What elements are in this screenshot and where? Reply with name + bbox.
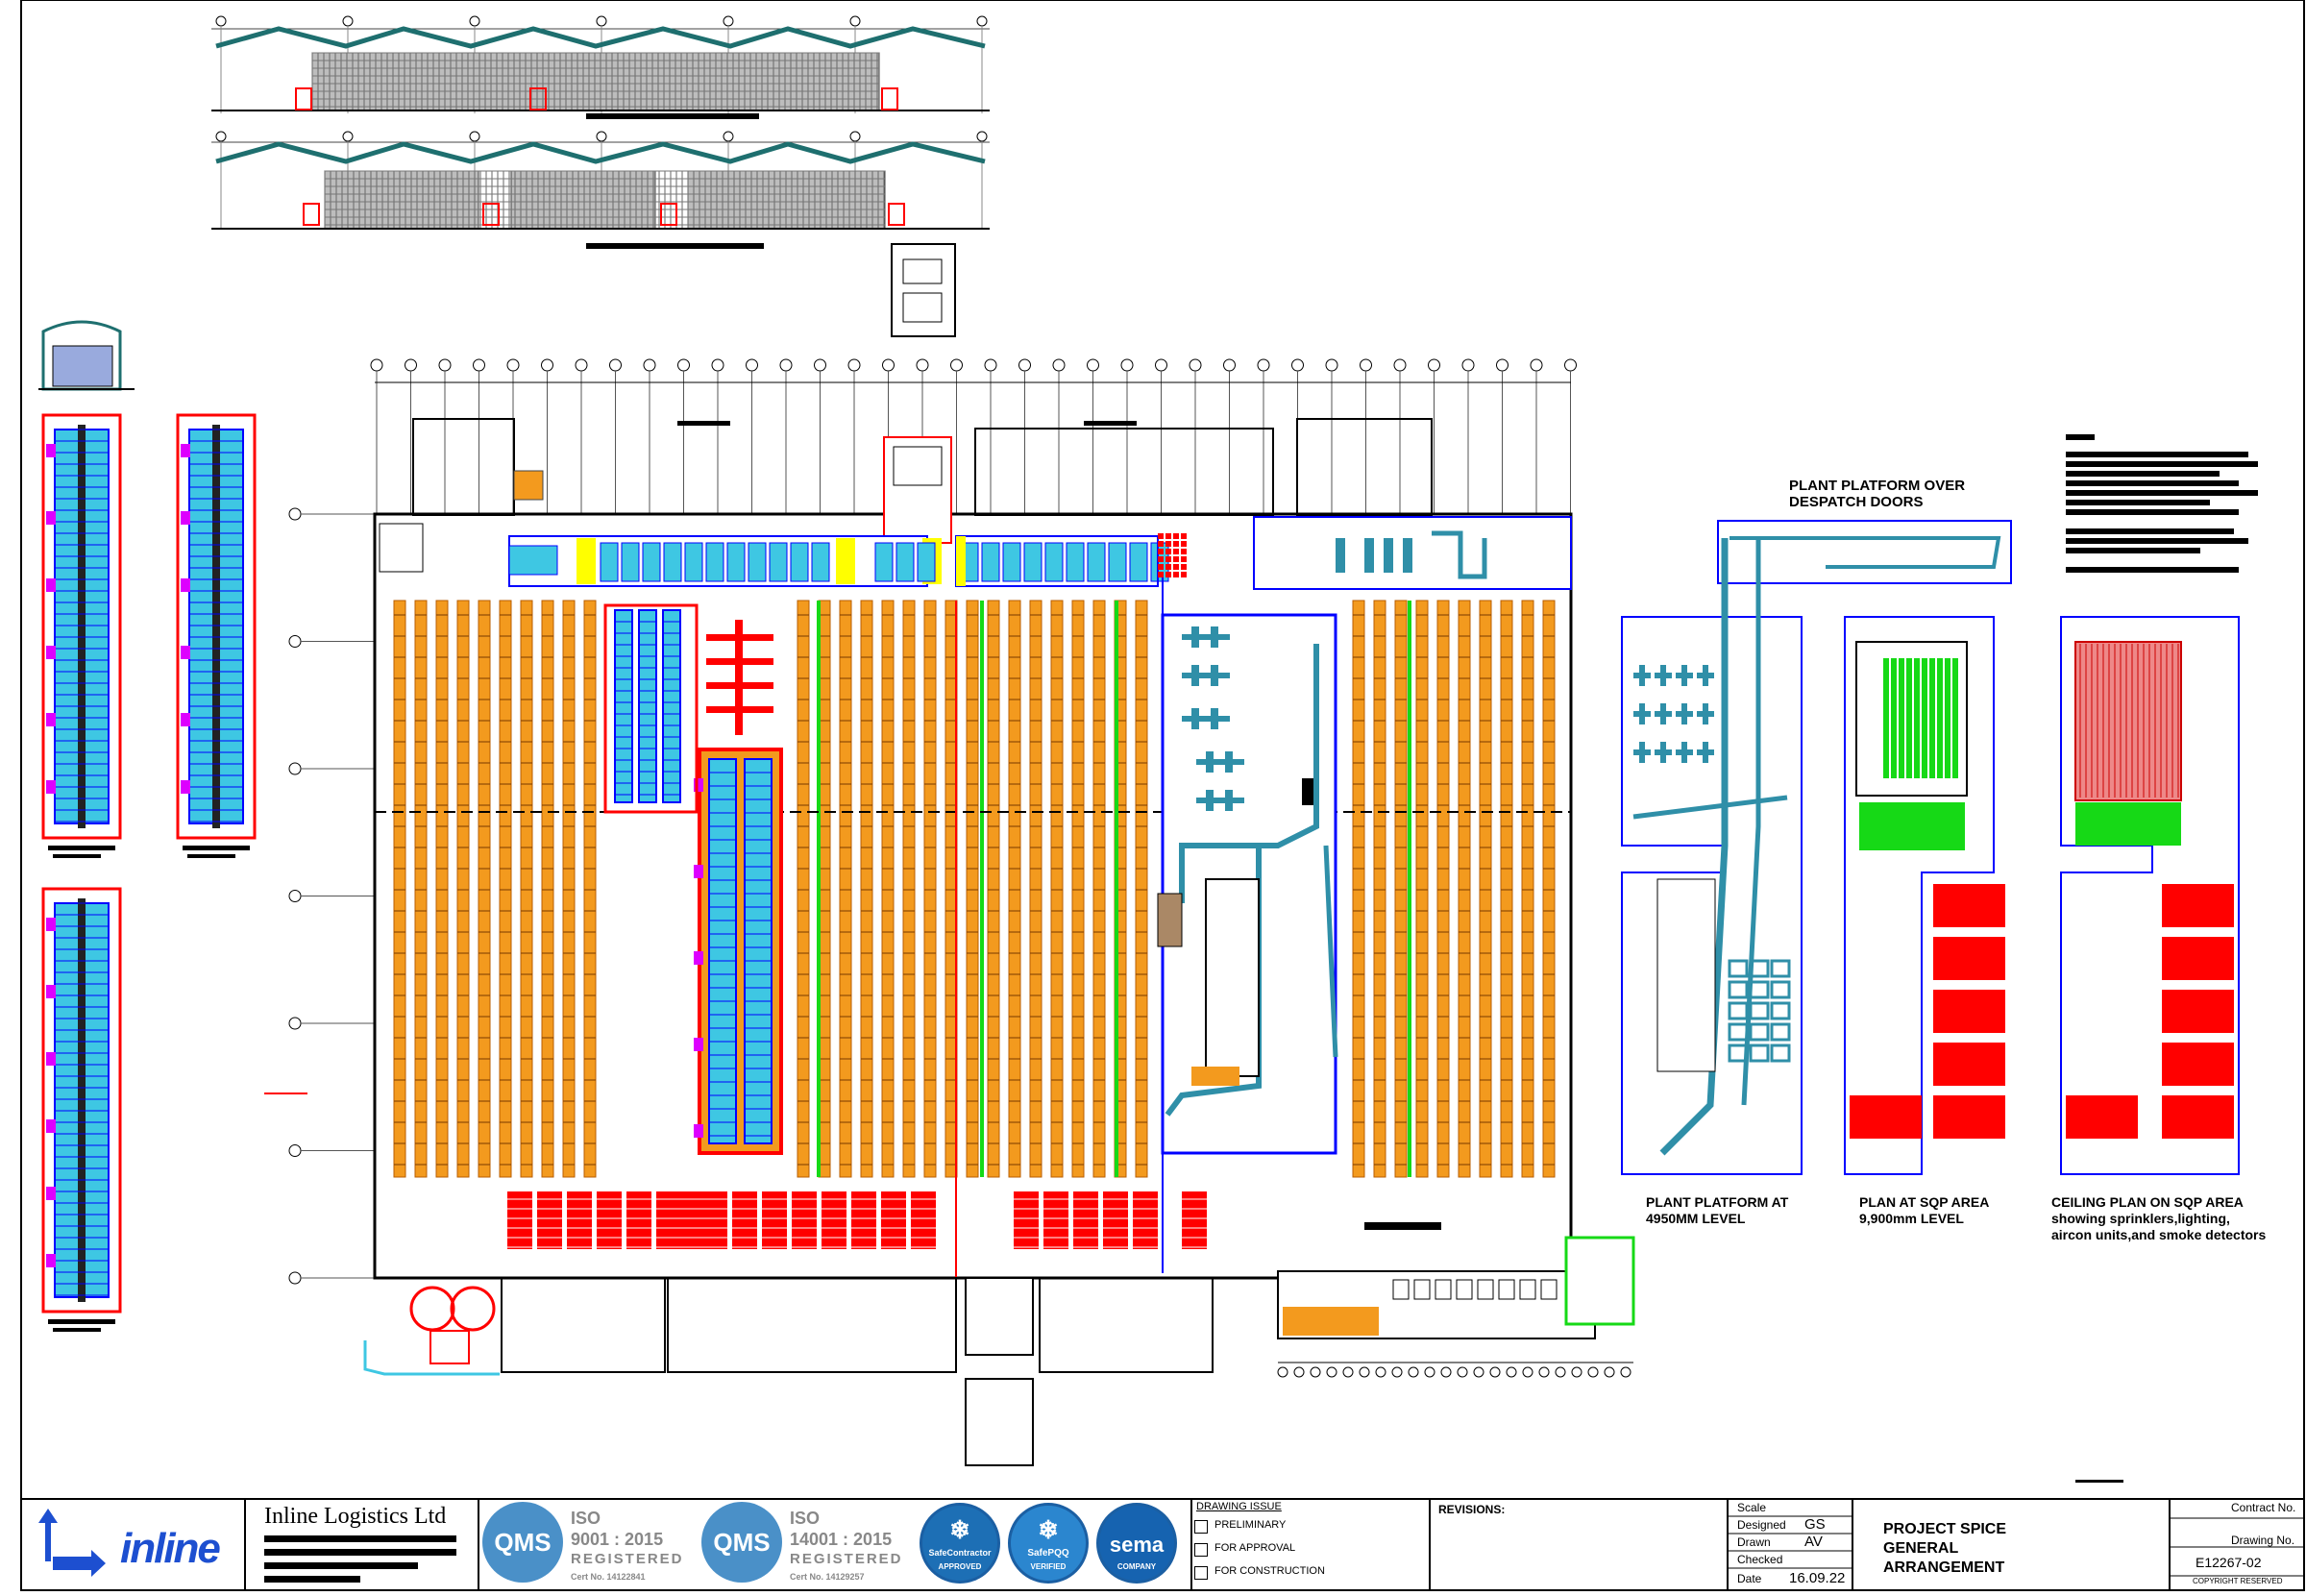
- left-detail-plans: [41, 413, 257, 1332]
- scale-label: Scale: [1737, 1501, 1767, 1514]
- label-ceiling-plan: CEILING PLAN ON SQP AREA showing sprinkl…: [2051, 1194, 2267, 1242]
- notes-block: [2066, 434, 2258, 1483]
- drawing-issue-heading: DRAWING ISSUE: [1196, 1501, 1282, 1512]
- designed-value: GS: [1804, 1516, 1826, 1533]
- drawing-no-label: Drawing No.: [2231, 1534, 2295, 1547]
- for-construction-label: FOR CONSTRUCTION: [1214, 1565, 1325, 1577]
- designed-label: Designed: [1737, 1518, 1786, 1532]
- sema-icon: sema: [1109, 1533, 1165, 1557]
- elevation-lower: [211, 131, 990, 249]
- company-name: Inline Logistics Ltd: [264, 1504, 447, 1529]
- plant-platform-plans: [1621, 520, 2240, 1175]
- revisions-label: REVISIONS:: [1438, 1503, 1506, 1516]
- main-floor-plan: [264, 358, 1635, 1466]
- office-plan-top: [891, 243, 956, 337]
- snowflake-icon: ❄: [1038, 1515, 1059, 1544]
- qms-badge: QMS: [701, 1502, 782, 1583]
- project-title: PROJECT SPICE GENERAL ARRANGEMENT: [1883, 1521, 2007, 1576]
- drawn-value: AV: [1804, 1534, 1823, 1550]
- qms-badge: QMS: [482, 1502, 563, 1583]
- label-plant-platform-at: PLANT PLATFORM AT 4950MM LEVEL: [1646, 1194, 1789, 1226]
- checked-label: Checked: [1737, 1553, 1783, 1566]
- for-approval-label: FOR APPROVAL: [1214, 1542, 1296, 1554]
- contract-no-label: Contract No.: [2231, 1501, 2296, 1514]
- iso-9001-cert: QMS ISO 9001 : 2015 REGISTERED Cert No. …: [480, 1499, 694, 1585]
- date-label: Date: [1737, 1572, 1762, 1585]
- label-plan-at-sqp: PLAN AT SQP AREA 9,900mm LEVEL: [1859, 1194, 1990, 1226]
- preliminary-label: PRELIMINARY: [1214, 1519, 1287, 1531]
- drawing-no-value: E12267-02: [2196, 1555, 2262, 1570]
- for-approval-checkbox[interactable]: [1194, 1543, 1208, 1557]
- date-value: 16.09.22: [1789, 1570, 1846, 1586]
- section-detail: [38, 320, 135, 391]
- elevation-upper: [211, 15, 990, 119]
- preliminary-checkbox[interactable]: [1194, 1520, 1208, 1534]
- company-logo-text: inline: [120, 1525, 221, 1572]
- company-logo: inline: [34, 1504, 240, 1585]
- iso-14001-cert: QMS ISO 14001 : 2015 REGISTERED Cert No.…: [699, 1499, 913, 1585]
- drawn-label: Drawn: [1737, 1535, 1771, 1549]
- snowflake-icon: ❄: [949, 1515, 970, 1544]
- safecontractor-badge: ❄ SafeContractor APPROVED: [920, 1503, 1000, 1584]
- label-plant-platform-over: PLANT PLATFORM OVER DESPATCH DOORS: [1789, 478, 1966, 510]
- copyright-text: COPYRIGHT RESERVED: [2193, 1577, 2283, 1585]
- safepqq-badge: ❄ SafePQQ VERIFIED: [1008, 1503, 1089, 1584]
- sema-badge: sema COMPANY: [1096, 1503, 1177, 1584]
- for-construction-checkbox[interactable]: [1194, 1566, 1208, 1580]
